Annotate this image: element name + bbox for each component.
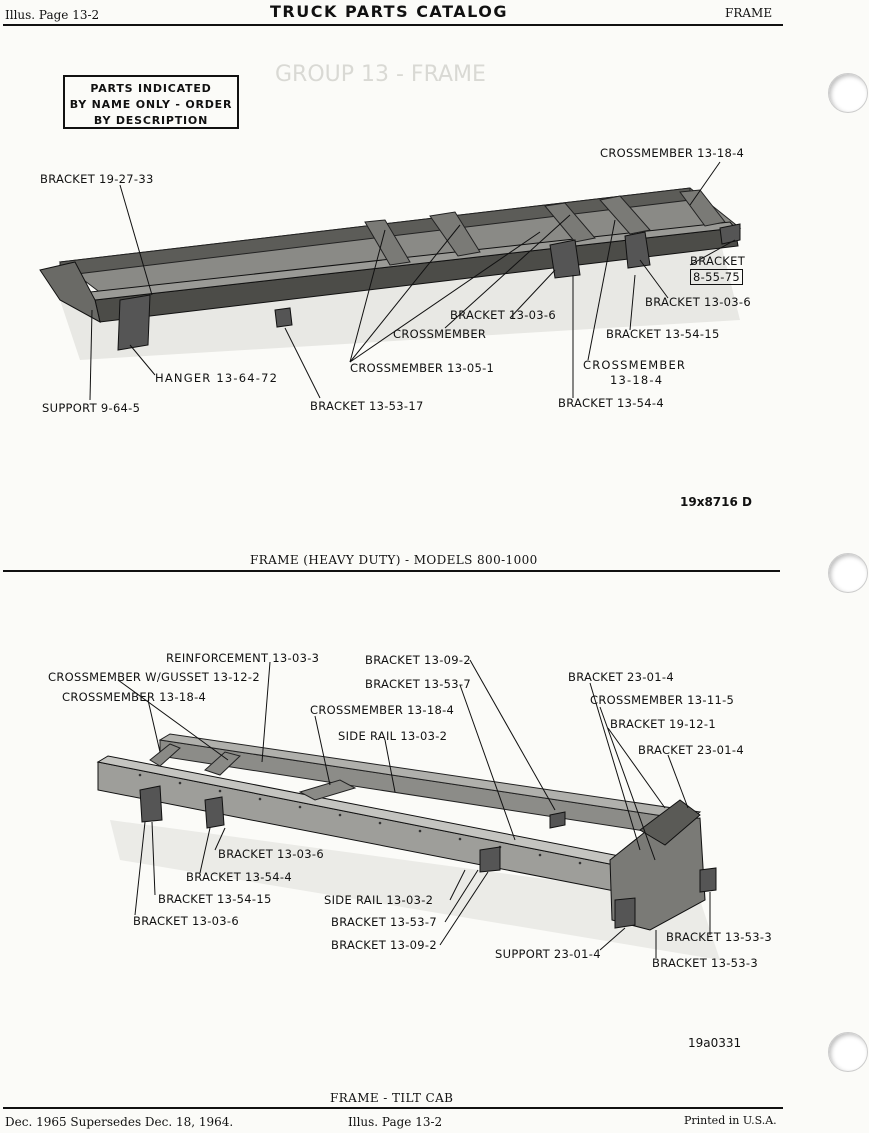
label-crossmember-13-05-1: CROSSMEMBER 13-05-1 bbox=[350, 361, 495, 375]
label-crossmember-13-18-4: CROSSMEMBER 13-18-4 bbox=[600, 146, 745, 160]
header-page-ref: Illus. Page 13-2 bbox=[5, 8, 100, 22]
footer-date: Dec. 1965 Supersedes Dec. 18, 1964. bbox=[5, 1115, 234, 1129]
notice-line: BY DESCRIPTION bbox=[93, 114, 209, 127]
footer-page-ref: Illus. Page 13-2 bbox=[348, 1115, 443, 1129]
label-bracket-23-01-4: BRACKET 23-01-4 bbox=[568, 670, 674, 684]
label-bracket-13-53-3: BRACKET 13-53-3 bbox=[652, 956, 758, 970]
label-crossmember-13-18-4: CROSSMEMBER bbox=[583, 358, 687, 372]
label-crossmember-13-11-5: CROSSMEMBER 13-11-5 bbox=[590, 693, 735, 707]
label-bracket-8-55-75-number: 8-55-75 bbox=[690, 269, 743, 285]
punch-hole bbox=[828, 1032, 868, 1072]
label-bracket-13-54-15: BRACKET 13-54-15 bbox=[158, 892, 272, 906]
label-bracket-23-01-4: BRACKET 23-01-4 bbox=[638, 743, 744, 757]
label-bracket-13-54-4: BRACKET 13-54-4 bbox=[186, 870, 292, 884]
label-bracket-19-27-33: BRACKET 19-27-33 bbox=[40, 172, 154, 186]
label-support-9-64-5: SUPPORT 9-64-5 bbox=[42, 401, 141, 415]
label-bracket-13-53-17: BRACKET 13-53-17 bbox=[310, 399, 424, 413]
label-bracket-13-03-6: BRACKET 13-03-6 bbox=[450, 308, 556, 322]
ghost-text: GROUP 13 - FRAME bbox=[275, 62, 486, 87]
label-bracket-13-03-6: BRACKET 13-03-6 bbox=[218, 847, 324, 861]
label-crossmember-gusset-13-12-2: CROSSMEMBER W/GUSSET 13-12-2 bbox=[48, 670, 260, 684]
punch-hole bbox=[828, 553, 868, 593]
label-side-rail-13-03-2: SIDE RAIL 13-03-2 bbox=[338, 729, 448, 743]
footer-rule bbox=[3, 1107, 783, 1109]
notice-line: BY NAME ONLY - ORDER bbox=[69, 98, 233, 111]
label-side-rail-13-03-2: SIDE RAIL 13-03-2 bbox=[324, 893, 434, 907]
section-divider bbox=[3, 570, 780, 572]
figure-caption: FRAME - TILT CAB bbox=[330, 1091, 454, 1105]
label-bracket-13-54-15: BRACKET 13-54-15 bbox=[606, 327, 720, 341]
notice-box: PARTS INDICATED BY NAME ONLY - ORDER BY … bbox=[63, 75, 239, 129]
label-crossmember-13-18-4: CROSSMEMBER 13-18-4 bbox=[310, 703, 455, 717]
label-bracket-13-53-7: BRACKET 13-53-7 bbox=[365, 677, 471, 691]
label-crossmember-13-18-4: CROSSMEMBER 13-18-4 bbox=[62, 690, 207, 704]
page-title: TRUCK PARTS CATALOG bbox=[270, 2, 508, 21]
label-bracket-13-03-6: BRACKET 13-03-6 bbox=[133, 914, 239, 928]
header-section: FRAME bbox=[725, 6, 773, 20]
notice-line: PARTS INDICATED bbox=[90, 82, 212, 95]
drawing-number: 19x8716 D bbox=[680, 495, 752, 509]
drawing-number: 19a0331 bbox=[688, 1036, 742, 1050]
label-crossmember-13-18-4-number: 13-18-4 bbox=[610, 373, 664, 387]
label-reinforcement-13-03-3: REINFORCEMENT 13-03-3 bbox=[166, 651, 320, 665]
label-bracket-13-53-3: BRACKET 13-53-3 bbox=[666, 930, 772, 944]
label-bracket-13-09-2: BRACKET 13-09-2 bbox=[331, 938, 437, 952]
label-bracket-13-09-2: BRACKET 13-09-2 bbox=[365, 653, 471, 667]
label-bracket-13-53-7: BRACKET 13-53-7 bbox=[331, 915, 437, 929]
label-bracket-13-03-6: BRACKET 13-03-6 bbox=[645, 295, 751, 309]
label-hanger-13-64-72: HANGER 13-64-72 bbox=[155, 371, 279, 385]
label-crossmember: CROSSMEMBER bbox=[393, 327, 487, 341]
label-bracket-8-55-75: BRACKET bbox=[690, 254, 746, 268]
label-bracket-19-12-1: BRACKET 19-12-1 bbox=[610, 717, 716, 731]
punch-hole bbox=[828, 73, 868, 113]
footer-printed: Printed in U.S.A. bbox=[684, 1114, 777, 1127]
label-bracket-13-54-4: BRACKET 13-54-4 bbox=[558, 396, 664, 410]
header-rule bbox=[3, 24, 783, 26]
label-support-23-01-4: SUPPORT 23-01-4 bbox=[495, 947, 601, 961]
figure-caption: FRAME (HEAVY DUTY) - MODELS 800-1000 bbox=[250, 553, 538, 567]
